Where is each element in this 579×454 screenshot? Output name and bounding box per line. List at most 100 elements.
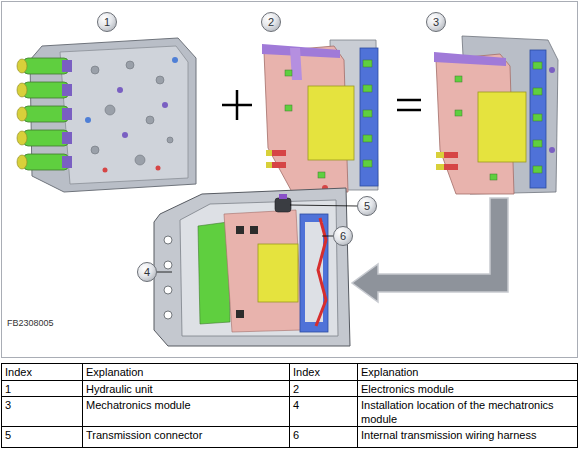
hydraulic-unit-part-part — [62, 132, 72, 144]
hydraulic-unit-part-part — [172, 57, 178, 63]
hydraulic-unit-part-part — [135, 155, 145, 165]
hydraulic-unit-part-part — [126, 61, 134, 69]
transmission-case-part-part — [164, 286, 172, 294]
electronics-module-part — [272, 150, 328, 191]
table-header: Index — [289, 363, 358, 381]
picture-frame — [2, 2, 578, 358]
equals-sign-part — [397, 109, 421, 112]
hydraulic-unit-part-part — [17, 107, 27, 121]
table-index: 4 — [289, 396, 358, 427]
electronics-module — [262, 40, 378, 192]
hydraulic-unit-part-part — [105, 105, 115, 115]
mechatronics-module-part — [444, 152, 458, 170]
table-header: Index — [1, 363, 83, 381]
hydraulic-unit-part — [17, 59, 27, 169]
leader-lines-part — [157, 272, 172, 273]
electronics-module-part-part — [318, 172, 325, 178]
mechatronics-module-part-part — [533, 166, 542, 173]
hydraulic-unit-part-part — [24, 58, 68, 74]
transmission-case-part — [305, 222, 323, 322]
table-explanation: Transmission connector — [82, 426, 290, 448]
hydraulic-unit-part-part — [17, 155, 27, 169]
mechatronics-module-part-part — [444, 164, 458, 170]
mechatronics-module-part — [549, 67, 555, 153]
transmission-case-part-part — [236, 226, 244, 234]
transmission-case-part — [316, 218, 326, 326]
electronics-module-part — [308, 86, 354, 160]
hydraulic-unit-part — [60, 46, 188, 184]
hydraulic-unit-part-part — [91, 146, 99, 154]
transmission-case-part-part — [164, 261, 172, 269]
mechatronics-module — [434, 36, 558, 194]
mechatronics-module-part-part — [549, 67, 555, 73]
electronics-module-part — [285, 60, 372, 178]
equals-sign — [397, 100, 421, 110]
mechatronics-module-part — [455, 62, 542, 180]
transmission-case — [154, 188, 350, 346]
electronics-module-part — [360, 48, 378, 186]
mechatronics-module-part — [478, 92, 526, 162]
callout-number: 2 — [261, 12, 281, 32]
transmission-case-part — [224, 210, 302, 332]
transmission-case-part — [180, 200, 338, 336]
mechatronics-module-part — [530, 50, 546, 188]
transmission-case-part-part — [250, 226, 258, 234]
hydraulic-unit-part — [117, 87, 168, 138]
hydraulic-unit-part-part — [146, 116, 154, 124]
hydraulic-unit-part-part — [103, 168, 108, 173]
electronics-module-part — [266, 150, 272, 168]
plus-sign — [222, 90, 252, 120]
mechatronics-module-part-part — [436, 164, 444, 170]
electronics-module-part-part — [285, 70, 292, 76]
hydraulic-unit-part-part — [156, 166, 161, 171]
mechatronics-module-part-part — [455, 76, 462, 82]
mechatronics-module-part-part — [549, 147, 555, 153]
electronics-module-part-part — [272, 150, 286, 156]
transmission-case-part — [154, 188, 350, 346]
transmission-case-part — [258, 244, 298, 302]
hydraulic-unit-part-part — [17, 83, 27, 97]
table-explanation: Mechatronics module — [82, 396, 290, 427]
electronics-module-part-part — [363, 85, 372, 92]
callout-number: 1 — [97, 12, 117, 32]
hydraulic-unit-part-part — [62, 108, 72, 120]
hydraulic-unit-part-part — [24, 130, 68, 146]
transmission-case-part — [300, 214, 328, 332]
electronics-module-part-part — [363, 60, 372, 67]
electronics-module-part-part — [266, 162, 272, 168]
mechatronics-module-part-part — [436, 152, 444, 158]
hydraulic-unit-part-part — [62, 156, 72, 168]
mechatronics-module-part-part — [533, 140, 542, 147]
hydraulic-unit-part-part — [62, 84, 72, 96]
hydraulic-unit-part-part — [17, 59, 27, 73]
installation-arrow — [352, 198, 508, 302]
hydraulic-unit-part-part — [162, 102, 168, 108]
leader-lines — [157, 205, 357, 272]
hydraulic-unit-part-part — [167, 137, 173, 143]
table-index: 6 — [289, 426, 358, 448]
electronics-module-part — [262, 44, 340, 58]
callout-number: 3 — [426, 12, 446, 32]
hydraulic-unit-part-part — [91, 66, 99, 74]
hydraulic-unit-part-part — [85, 117, 91, 123]
callout-number: 5 — [357, 196, 377, 216]
table-header: Explanation — [357, 363, 578, 381]
hydraulic-unit-part — [62, 60, 72, 168]
table-index: 3 — [1, 396, 83, 427]
equals-sign-part — [397, 99, 421, 102]
mechatronics-module-part-part — [444, 152, 458, 158]
callout-number: 6 — [333, 226, 353, 246]
mechatronics-module-part — [436, 152, 444, 170]
hydraulic-unit-part — [103, 166, 161, 173]
transmission-case-part-part — [236, 310, 244, 318]
mechatronics-module-part-part — [533, 114, 542, 121]
electronics-module-part-part — [272, 162, 286, 168]
electronics-module-part-part — [363, 160, 372, 167]
transmission-case-part-part — [164, 311, 172, 319]
hydraulic-unit-part-part — [122, 132, 128, 138]
leader-lines-part — [290, 205, 357, 206]
mechatronics-module-part-part — [490, 174, 497, 180]
table-explanation: Internal transmission wiring harness — [357, 426, 578, 448]
hydraulic-unit-part-part — [24, 106, 68, 122]
